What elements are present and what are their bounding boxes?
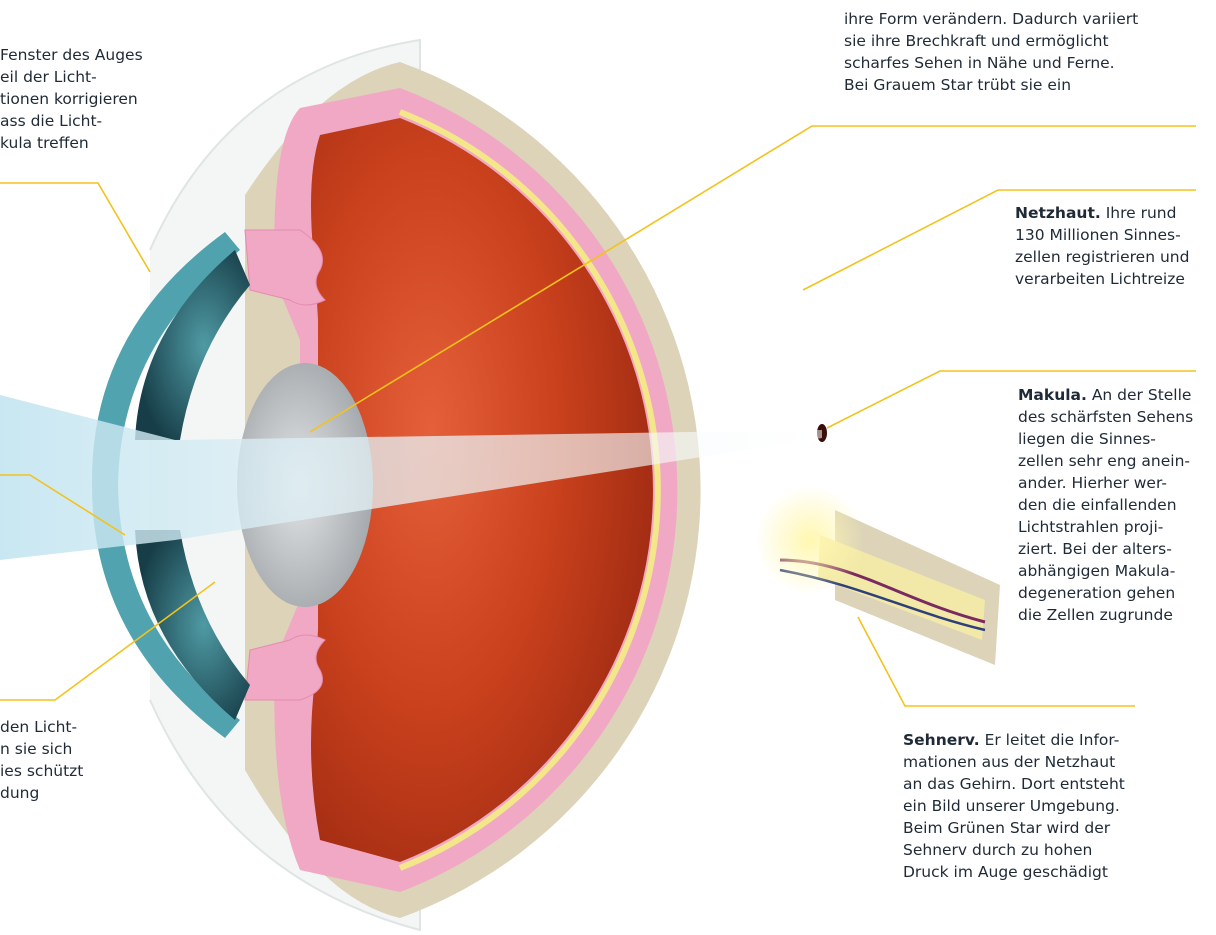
leader-line-cornea: [0, 183, 150, 272]
label-optic-nerve-title: Sehnerv.: [903, 731, 980, 749]
label-retina-line: verarbeiten Lichtreize: [1015, 268, 1189, 290]
label-macula-line: Lichtstrahlen proji-: [1018, 516, 1193, 538]
label-pupil-line: ies schützt: [0, 760, 83, 782]
label-optic-nerve-line: Druck im Auge geschädigt: [903, 861, 1125, 883]
label-macula-line: abhängigen Makula-: [1018, 560, 1193, 582]
label-optic-nerve-line: mationen aus der Netzhaut: [903, 751, 1125, 773]
label-macula-line: liegen die Sinnes-: [1018, 428, 1193, 450]
label-cornea-line: tionen korrigieren: [0, 88, 143, 110]
label-macula: Makula. An der Stelle des schärfsten Seh…: [1018, 384, 1193, 626]
label-optic-nerve-line: Er leitet die Infor-: [985, 731, 1120, 749]
label-retina-title: Netzhaut.: [1015, 204, 1101, 222]
label-lens-line: sie ihre Brechkraft und ermöglicht: [844, 30, 1138, 52]
label-cornea-line: eil der Licht-: [0, 66, 143, 88]
label-lens-line: Bei Grauem Star trübt sie ein: [844, 74, 1138, 96]
label-retina-line: 130 Millionen Sinnes-: [1015, 224, 1189, 246]
label-optic-nerve-line: Beim Grünen Star wird der: [903, 817, 1125, 839]
label-macula-line: An der Stelle: [1092, 386, 1192, 404]
label-optic-nerve-line: ein Bild unserer Umgebung.: [903, 795, 1125, 817]
label-retina: Netzhaut. Ihre rund 130 Millionen Sinnes…: [1015, 202, 1189, 290]
label-pupil-line: n sie sich: [0, 738, 83, 760]
label-macula-line: degeneration gehen: [1018, 582, 1193, 604]
label-retina-line: Ihre rund: [1106, 204, 1177, 222]
label-macula-line: zellen sehr eng anein-: [1018, 450, 1193, 472]
label-pupil-line: den Licht-: [0, 716, 83, 738]
label-macula-line: den die einfallenden: [1018, 494, 1193, 516]
label-macula-line: die Zellen zugrunde: [1018, 604, 1193, 626]
label-lens: ihre Form verändern. Dadurch variiert si…: [844, 8, 1138, 96]
label-optic-nerve: Sehnerv. Er leitet die Infor- mationen a…: [903, 729, 1125, 883]
label-macula-line: des schärfsten Sehens: [1018, 406, 1193, 428]
label-macula-title: Makula.: [1018, 386, 1087, 404]
label-optic-nerve-line: an das Gehirn. Dort entsteht: [903, 773, 1125, 795]
label-macula-line: ziert. Bei der alters-: [1018, 538, 1193, 560]
label-retina-line: zellen registrieren und: [1015, 246, 1189, 268]
label-lens-line: ihre Form verändern. Dadurch variiert: [844, 8, 1138, 30]
label-cornea-line: kula treffen: [0, 132, 143, 154]
label-cornea-line: ass die Licht-: [0, 110, 143, 132]
label-cornea: Fenster des Auges eil der Licht- tionen …: [0, 44, 143, 154]
label-lens-line: scharfes Sehen in Nähe und Ferne.: [844, 52, 1138, 74]
label-pupil: den Licht- n sie sich ies schützt dung: [0, 716, 83, 804]
label-macula-line: ander. Hierher wer-: [1018, 472, 1193, 494]
label-pupil-line: dung: [0, 782, 83, 804]
optic-disc-glow: [755, 485, 865, 595]
label-optic-nerve-line: Sehnerv durch zu hohen: [903, 839, 1125, 861]
label-cornea-line: Fenster des Auges: [0, 44, 143, 66]
